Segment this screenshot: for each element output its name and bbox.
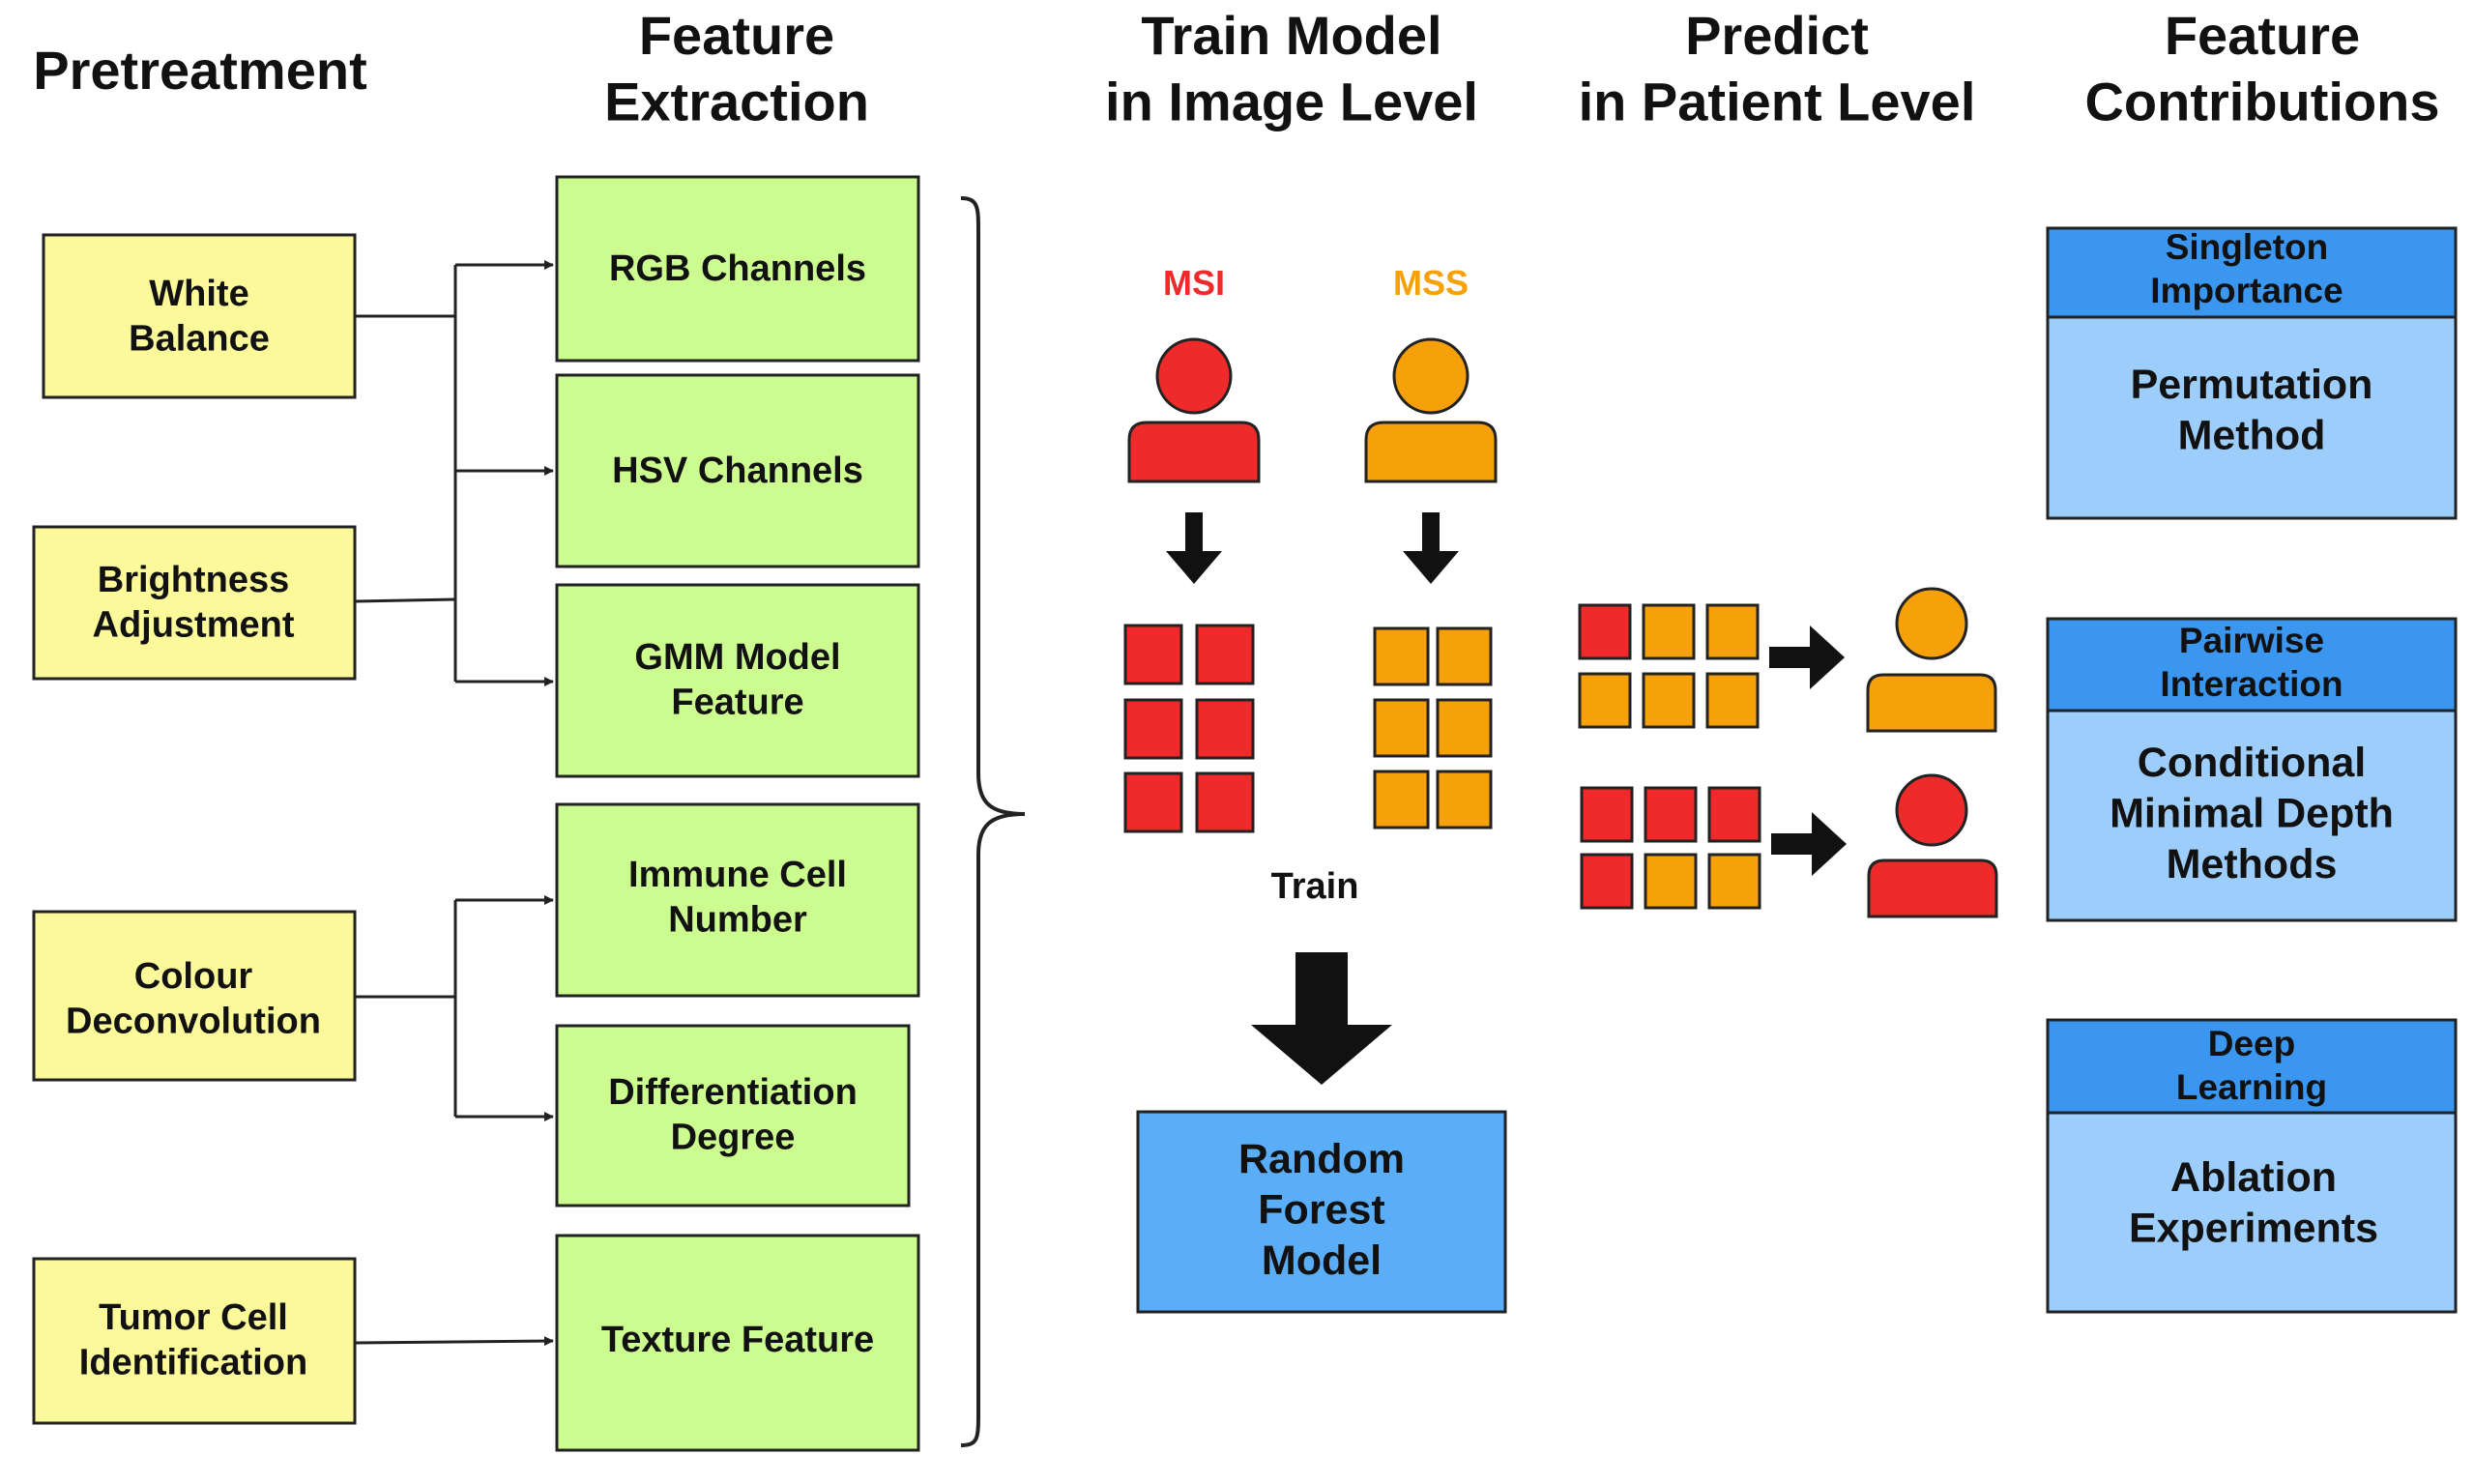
text-line: Experiments (2129, 1205, 2378, 1251)
msi-tile-grid (1123, 624, 1255, 833)
text-line: Texture Feature (601, 1320, 874, 1360)
text-line: Feature (2165, 5, 2360, 66)
text-line: RGB Channels (609, 248, 866, 289)
msi-down-arrow (1166, 512, 1222, 584)
text-line: Method (2178, 412, 2326, 458)
text-line: Permutation (2131, 362, 2373, 408)
text-line: HSV Channels (612, 451, 863, 491)
text-line: Balance (129, 318, 270, 359)
text-line: Degree (671, 1117, 796, 1157)
text-line: Importance (2150, 271, 2343, 310)
text-line: Pairwise (2179, 621, 2324, 660)
predict-msi-arrow (1771, 812, 1847, 876)
text-line: Conditional (2138, 740, 2366, 786)
predict-mss-tiles (1578, 603, 1760, 729)
mss-tile-grid (1373, 626, 1493, 829)
text-line: Differentiation (608, 1072, 858, 1113)
header-pretreatment: Pretreatment (33, 40, 366, 101)
feature-hsv-channels: HSV Channels (555, 373, 920, 568)
pretreatment-connectors (354, 260, 554, 1347)
text-line: Singleton (2166, 227, 2329, 267)
svg-text:Texture Feature: Texture Feature (601, 1320, 874, 1360)
feature-rgb-channels: RGB Channels (555, 175, 920, 363)
mss-patient-icon (1364, 337, 1498, 483)
text-line: Feature (671, 682, 803, 722)
text-line: in Image Level (1105, 71, 1478, 131)
predict-msi-tiles (1580, 786, 1761, 910)
text-line: Deconvolution (66, 1001, 321, 1041)
text-line: Pretreatment (33, 40, 366, 101)
text-line: Number (668, 899, 807, 940)
text-line: Identification (79, 1342, 307, 1382)
msi-patient-icon (1127, 337, 1261, 483)
text-line: Interaction (2160, 664, 2343, 704)
text-line: Random (1238, 1136, 1405, 1182)
msi-label: MSI (1163, 263, 1225, 303)
text-line: Model (1262, 1237, 1382, 1284)
text-line: Immune Cell (628, 855, 847, 895)
train-down-arrow (1251, 952, 1392, 1085)
mss-label: MSS (1393, 263, 1469, 303)
text-line: Tumor Cell (99, 1297, 288, 1338)
train-label: Train (1271, 866, 1359, 907)
text-line: in Patient Level (1579, 71, 1976, 131)
grouping-brace (960, 196, 1026, 1447)
text-line: White (149, 274, 248, 314)
text-line: Brightness (98, 560, 289, 600)
text-line: Minimal Depth (2110, 790, 2394, 836)
text-line: Ablation (2170, 1154, 2337, 1201)
text-line: Deep (2208, 1024, 2295, 1063)
text-line: Colour (134, 956, 253, 997)
text-line: Train Model (1141, 5, 1441, 66)
svg-text:RGB Channels: RGB Channels (609, 248, 866, 289)
text-line: Predict (1685, 5, 1869, 66)
predict-mss-patient-icon (1866, 587, 1997, 733)
feature-texture: Texture Feature (555, 1234, 920, 1452)
text-line: Adjustment (93, 604, 295, 645)
text-line: Forest (1258, 1186, 1384, 1233)
svg-text:HSV Channels: HSV Channels (612, 451, 863, 491)
predict-mss-arrow (1769, 626, 1845, 689)
predict-msi-patient-icon (1867, 773, 1998, 918)
text-line: Feature (639, 5, 834, 66)
text-line: GMM Model (634, 637, 840, 678)
mss-down-arrow (1403, 512, 1459, 584)
text-line: Methods (2167, 841, 2338, 887)
text-line: Extraction (604, 71, 869, 131)
text-line: Learning (2176, 1067, 2327, 1107)
text-line: Contributions (2084, 71, 2439, 131)
